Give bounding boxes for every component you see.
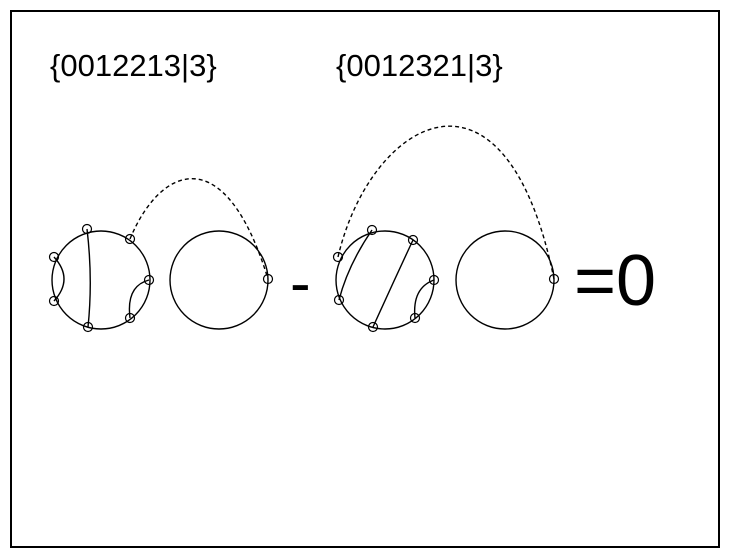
marked-point (548, 273, 560, 285)
right-dashed-connection (337, 125, 555, 280)
marked-point (407, 234, 419, 246)
marked-point (367, 321, 379, 333)
right-chord-disk (335, 230, 435, 330)
marked-point (124, 312, 136, 324)
left-dashed-connection (129, 178, 269, 280)
marked-point (333, 294, 345, 306)
marked-point (82, 321, 94, 333)
marked-point (262, 273, 274, 285)
left-chord-disk (51, 230, 151, 330)
right-chord-second (372, 239, 414, 328)
marked-point (366, 224, 378, 236)
right-empty-disk (455, 230, 555, 330)
marked-point (48, 295, 60, 307)
marked-point (48, 251, 60, 263)
left-diagram-code-label: {0012213|3} (50, 48, 217, 83)
right-diagram-code-label: {0012321|3} (336, 48, 503, 83)
marked-point (143, 274, 155, 286)
marked-point (428, 274, 440, 286)
marked-point (409, 312, 421, 324)
figure-frame (10, 10, 720, 548)
marked-point (332, 251, 344, 263)
right-chord-first (338, 229, 373, 301)
right-chord-right-arc (413, 279, 435, 319)
left-chord-long (86, 228, 91, 328)
marked-point (81, 223, 93, 235)
left-empty-disk (169, 230, 269, 330)
minus-sign: - (290, 249, 311, 318)
marked-point (124, 233, 136, 245)
equals-zero-result: =0 (574, 241, 657, 321)
